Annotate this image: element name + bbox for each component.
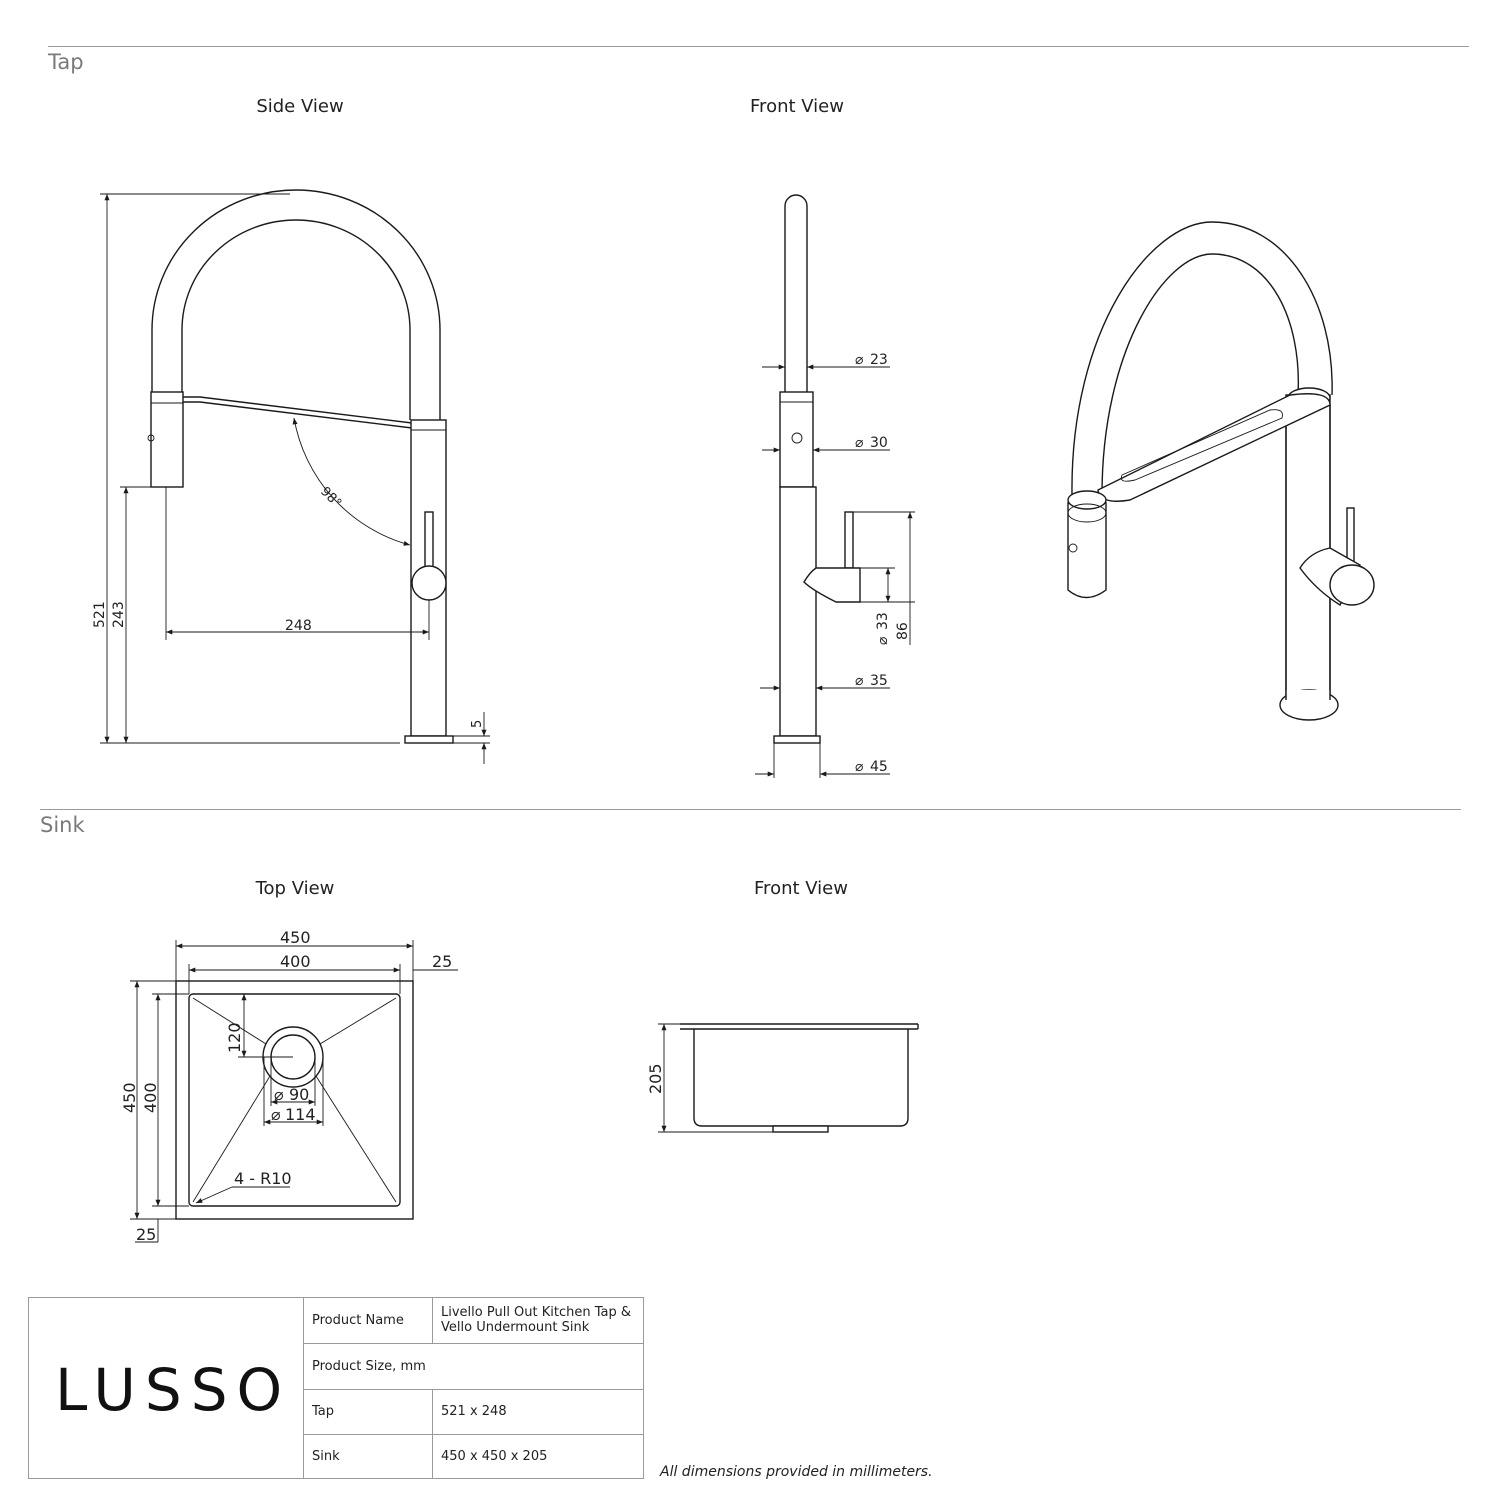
dim-sink-height-inner: 400	[141, 1082, 160, 1113]
sink-top-view: 450 400 25 450 400 25 120 ⌀ 90 ⌀ 114	[120, 928, 458, 1244]
dim-reach: 248	[285, 618, 312, 634]
table-row: Tap 521 x 248	[303, 1388, 644, 1434]
dim-corner-radius: 4 - R10	[234, 1169, 292, 1188]
dim-spout-height: 243	[111, 601, 127, 628]
dim-drain-d90: 90	[289, 1085, 309, 1104]
row-label: Product Name	[303, 1298, 433, 1343]
dim-tap-height: 521	[92, 601, 108, 628]
table-row: Product Size, mm	[303, 1342, 644, 1389]
row-label: Sink	[303, 1433, 433, 1479]
title-block: LUSSO Product Name Livello Pull Out Kitc…	[28, 1297, 644, 1479]
dim-sink-width-inner: 400	[280, 952, 311, 971]
row-label: Product Size, mm	[303, 1342, 644, 1389]
dim-drain-d114: 114	[285, 1105, 316, 1124]
dim-d30-symbol: ⌀	[855, 435, 864, 451]
tap-side-view-title: Side View	[256, 96, 344, 117]
dim-d45: 45	[870, 759, 888, 775]
dim-d30: 30	[870, 435, 888, 451]
dim-sink-height-outer: 450	[120, 1082, 139, 1113]
dim-sink-flange: 25	[432, 952, 452, 971]
dim-h86: 86	[895, 622, 911, 640]
sink-top-view-title: Top View	[255, 878, 335, 899]
sink-section-rule	[40, 809, 1461, 810]
tap-isometric-view	[1067, 221, 1375, 721]
tap-side-view: 521 243 248 5 98°	[92, 189, 490, 764]
dim-drain-offset: 120	[225, 1022, 244, 1053]
dim-drain-d114-symbol: ⌀	[271, 1105, 281, 1124]
dim-sink-flange-bottom: 25	[136, 1225, 156, 1244]
dim-d35: 35	[870, 673, 888, 689]
dim-d33: 33	[875, 612, 891, 630]
sink-front-view: 205	[646, 1023, 919, 1133]
dim-angle: 98°	[317, 484, 344, 511]
row-value: Livello Pull Out Kitchen Tap & Vello Und…	[432, 1298, 644, 1343]
row-label: Tap	[303, 1388, 433, 1434]
dim-sink-width-outer: 450	[280, 928, 311, 947]
dim-drain-d90-symbol: ⌀	[274, 1085, 284, 1104]
dim-base: 5	[470, 720, 485, 728]
product-info-table: Product Name Livello Pull Out Kitchen Ta…	[303, 1298, 644, 1479]
tap-section-title: Tap	[48, 50, 84, 74]
dim-d33-symbol: ⌀	[875, 636, 891, 645]
sink-front-view-title: Front View	[754, 878, 848, 899]
dimensions-note: All dimensions provided in millimeters.	[660, 1464, 933, 1480]
dim-sink-depth: 205	[646, 1063, 665, 1094]
sink-section-title: Sink	[40, 813, 85, 837]
row-value: 521 x 248	[432, 1388, 644, 1434]
tap-front-view-title: Front View	[750, 96, 844, 117]
dim-d35-symbol: ⌀	[855, 673, 864, 689]
row-value: 450 x 450 x 205	[432, 1433, 644, 1479]
brand-logo: LUSSO	[55, 1356, 292, 1424]
tap-front-view: ⌀ 23 ⌀ 30 ⌀ 33 86 ⌀ 35 ⌀ 45	[755, 194, 915, 778]
dim-d45-symbol: ⌀	[855, 759, 864, 775]
dim-d23-symbol: ⌀	[855, 352, 864, 368]
table-row: Product Name Livello Pull Out Kitchen Ta…	[303, 1298, 644, 1343]
dim-d23: 23	[870, 352, 888, 368]
tap-section-rule	[48, 46, 1469, 47]
table-row: Sink 450 x 450 x 205	[303, 1433, 644, 1479]
